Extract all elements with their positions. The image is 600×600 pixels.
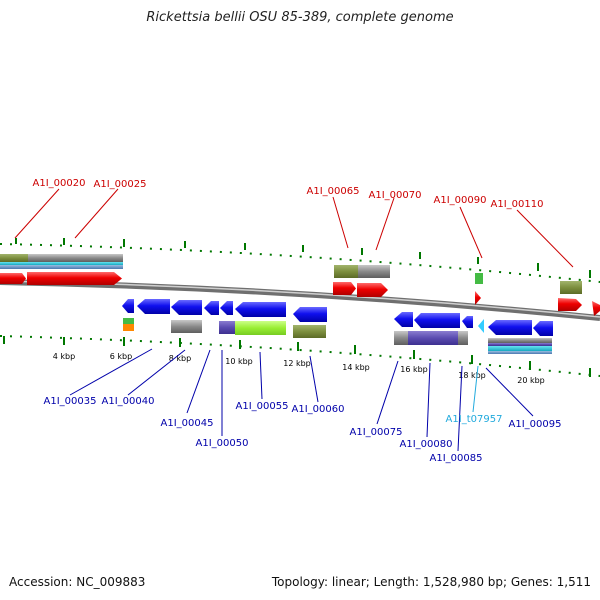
cds-arrow-reverse[interactable] [293, 307, 327, 322]
gene-label-a1i-00055[interactable]: A1I_00055 [236, 401, 289, 412]
cds-arrow-reverse[interactable] [122, 299, 134, 313]
leader-line [376, 360, 399, 425]
gene-label-a1i-00025[interactable]: A1I_00025 [94, 179, 147, 190]
gene-label-a1i-00085[interactable]: A1I_00085 [430, 453, 483, 464]
cds-arrow-reverse[interactable] [488, 320, 532, 335]
map-title: Rickettsia bellii OSU 85-389, complete g… [146, 10, 454, 25]
trna-arrow-reverse[interactable] [478, 319, 484, 333]
scale-label: 8 kbp [169, 354, 191, 363]
upper-tick-track [0, 238, 600, 283]
feature-block-a1i-00060 [293, 325, 326, 338]
feature-block-a1i-00055 [219, 321, 286, 335]
scale-label: 14 kbp [342, 363, 370, 372]
leader-line [332, 196, 349, 249]
cds-arrow-reverse[interactable] [204, 301, 219, 315]
cds-arrow-reverse[interactable] [220, 301, 233, 315]
scale-label: 6 kbp [110, 352, 132, 361]
cds-arrow-forward[interactable] [0, 273, 26, 284]
cds-arrow-reverse[interactable] [137, 299, 170, 314]
leader-line [74, 188, 119, 239]
leader-line [14, 188, 60, 239]
leader-line [309, 355, 319, 403]
feature-block-a1i-00065 [334, 265, 390, 278]
leader-line [457, 365, 463, 452]
gene-label-a1i-00090[interactable]: A1I_00090 [434, 195, 487, 206]
gene-label-a1i-00060[interactable]: A1I_00060 [292, 404, 345, 415]
gene-label-a1i-00110[interactable]: A1I_00110 [491, 199, 544, 210]
cds-arrow-reverse[interactable] [171, 300, 202, 315]
gene-label-a1i-00065[interactable]: A1I_00065 [307, 186, 360, 197]
leader-line [426, 362, 431, 438]
cds-arrow-forward[interactable] [558, 298, 582, 311]
scale-label: 18 kbp [458, 371, 486, 380]
cds-arrow-reverse[interactable] [235, 302, 286, 317]
cds-arrow-reverse[interactable] [394, 312, 413, 327]
lower-tick-track [0, 335, 600, 377]
gene-label-a1i-00075[interactable]: A1I_00075 [350, 427, 403, 438]
accession-label: Accession: NC_009883 [9, 575, 146, 589]
gene-label-a1i-00095[interactable]: A1I_00095 [509, 419, 562, 430]
scale-label: 12 kbp [283, 359, 311, 368]
cds-arrow-forward[interactable] [475, 291, 481, 305]
leader-line [472, 365, 479, 413]
leader-line [127, 349, 186, 396]
scale-label: 16 kbp [400, 365, 428, 374]
scale-label: 4 kbp [53, 352, 75, 361]
leader-line [459, 206, 483, 259]
gene-label-a1i-00035[interactable]: A1I_00035 [44, 396, 97, 407]
gene-label-a1i-00070[interactable]: A1I_00070 [369, 190, 422, 201]
feature-block-a1i-00080 [394, 331, 468, 345]
leader-line [69, 348, 153, 396]
leader-line [516, 209, 574, 268]
scale-label: 20 kbp [517, 376, 545, 385]
topology-label: Topology: linear; Length: 1,528,980 bp; … [271, 575, 591, 589]
cds-arrow-reverse[interactable] [462, 316, 473, 328]
cds-arrow-forward[interactable] [27, 272, 122, 285]
gene-label-a1i-t07957[interactable]: A1I_t07957 [446, 414, 503, 425]
gene-label-a1i-00045[interactable]: A1I_00045 [161, 418, 214, 429]
cds-arrow-forward[interactable] [333, 282, 356, 295]
cds-arrow-forward[interactable] [592, 301, 600, 316]
scale-label: 10 kbp [225, 357, 253, 366]
leader-line [186, 349, 211, 414]
cds-arrow-reverse[interactable] [533, 321, 553, 336]
gene-label-a1i-00080[interactable]: A1I_00080 [400, 439, 453, 450]
feature-block-a1i-00090 [475, 273, 483, 284]
gene-label-a1i-00040[interactable]: A1I_00040 [102, 396, 155, 407]
leader-line [485, 367, 534, 417]
feature-block-a1i-00110 [560, 281, 582, 294]
gene-label-a1i-00050[interactable]: A1I_00050 [196, 438, 249, 449]
cds-arrow-reverse[interactable] [414, 313, 460, 328]
feature-block-a1i-00095 [488, 338, 552, 354]
feature-block-a1i-00045 [171, 320, 202, 333]
gene-label-a1i-00020[interactable]: A1I_00020 [33, 178, 86, 189]
cds-arrow-forward[interactable] [357, 283, 388, 297]
feature-block-a1i-00020 [0, 254, 123, 269]
feature-block-a1i-00035 [123, 318, 134, 331]
leader-line [259, 351, 263, 400]
leader-line [375, 197, 395, 251]
